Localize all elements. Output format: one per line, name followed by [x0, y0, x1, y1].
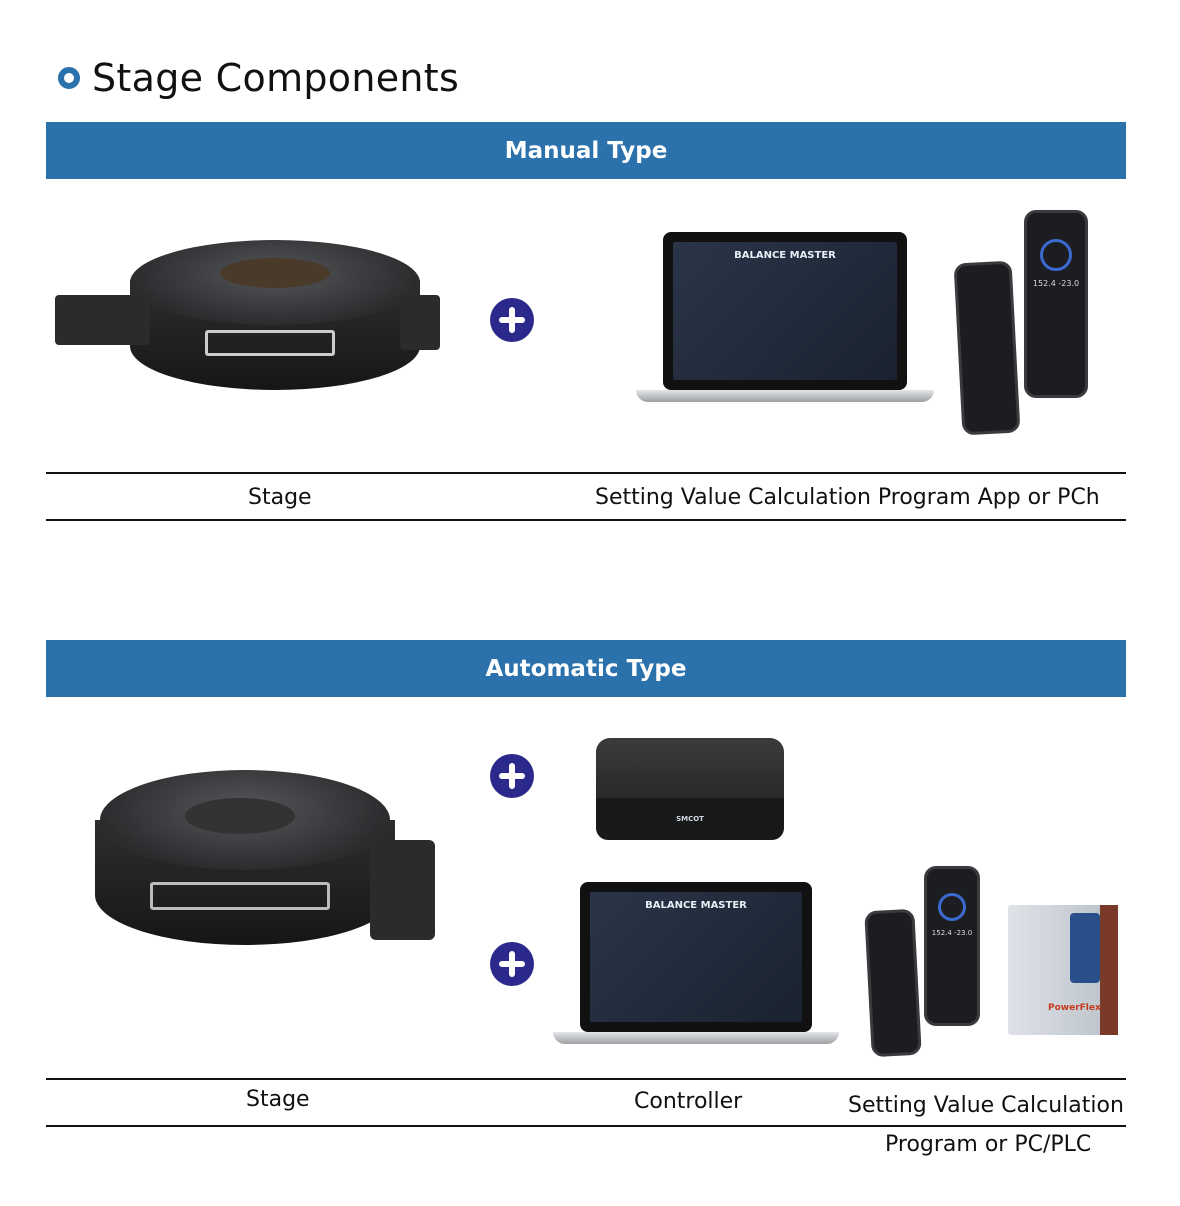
manual-laptop-image: BALANCE MASTER: [636, 232, 934, 410]
page-title: Stage Components: [58, 56, 459, 100]
phone-value-2: -23.0: [1058, 279, 1080, 288]
phone-value-1: 152.4: [931, 929, 952, 937]
manual-phones-image: 152.4 -23.0: [953, 210, 1090, 436]
manual-stage-label: Stage: [248, 485, 312, 510]
software-label-line2: Program or PC/PLC: [885, 1132, 1092, 1157]
automatic-phones-image: 152.4 -23.0: [864, 866, 980, 1058]
automatic-stage-image: [95, 770, 445, 950]
plus-circle-icon: [490, 298, 534, 342]
laptop-screen-title: BALANCE MASTER: [645, 900, 747, 911]
phone-value-2: -23.0: [954, 929, 973, 937]
controller-label: Controller: [634, 1089, 743, 1114]
divider: [46, 1125, 1126, 1127]
automatic-laptop-image: BALANCE MASTER: [553, 882, 839, 1050]
manual-type-header: Manual Type: [46, 122, 1126, 179]
plc-drive-image: PowerFlex: [1008, 905, 1118, 1035]
page-title-text: Stage Components: [92, 56, 460, 100]
manual-stage-image: [55, 240, 445, 400]
plus-circle-icon: [490, 942, 534, 986]
software-label-line1: Setting Value Calculation: [848, 1093, 1124, 1118]
laptop-screen-title: BALANCE MASTER: [734, 250, 836, 261]
divider: [46, 1078, 1126, 1080]
manual-software-label: Setting Value Calculation Program App or…: [595, 485, 1100, 510]
controller-image: SMCOT: [596, 738, 784, 840]
plc-brand: PowerFlex: [1048, 1003, 1101, 1013]
divider: [46, 519, 1126, 521]
divider: [46, 472, 1126, 474]
automatic-type-header: Automatic Type: [46, 640, 1126, 697]
phone-value-1: 152.4: [1032, 279, 1056, 288]
plus-circle-icon: [490, 754, 534, 798]
controller-brand: SMCOT: [676, 815, 704, 823]
automatic-stage-label: Stage: [246, 1087, 310, 1112]
circle-bullet-icon: [58, 67, 80, 89]
